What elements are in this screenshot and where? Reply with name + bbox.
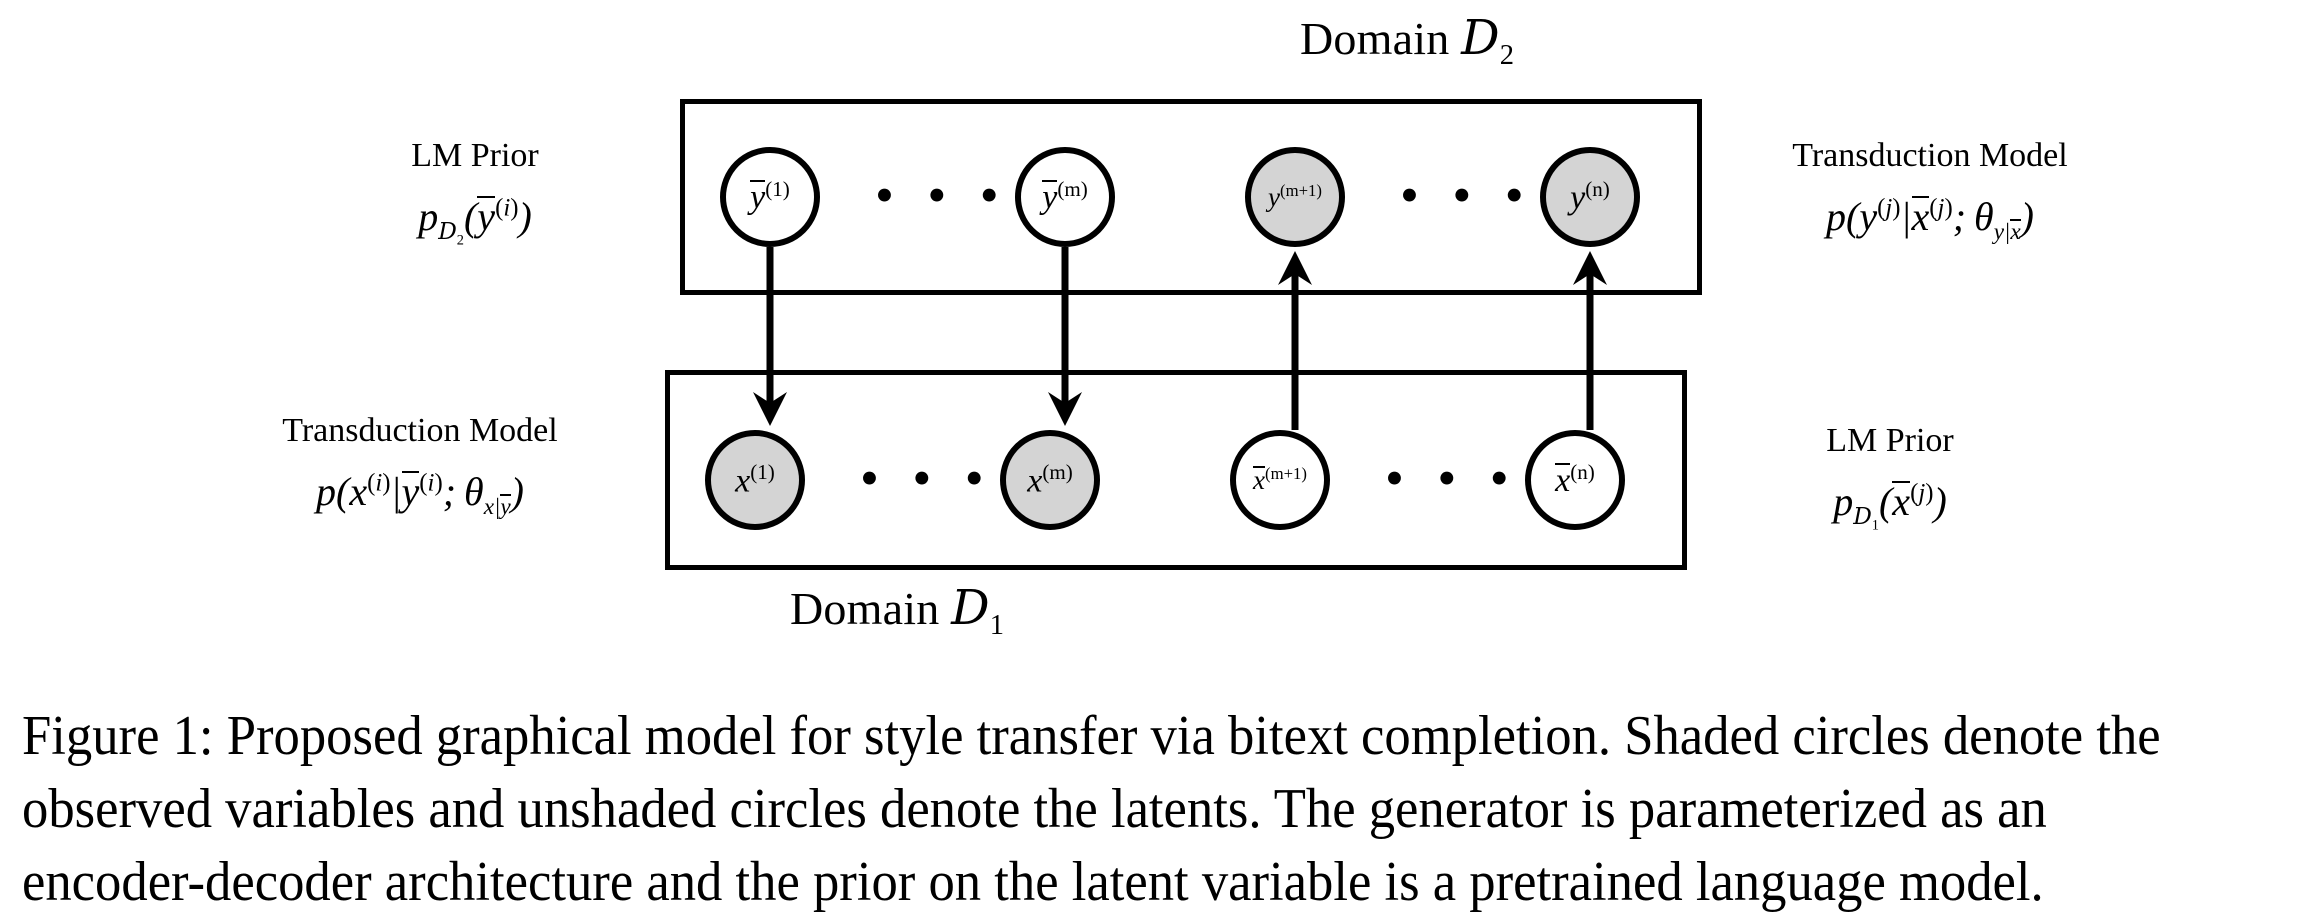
annotation-bottom-left-formula: p(x(i)|y(i); θx|y) [316,469,524,520]
annotation-top-right: Transduction Model p(y(j)|x(j); θy|x) [1730,130,2130,250]
node-label-y-bar-1: y(1) [750,176,790,217]
node-y-n: y(n) [1540,147,1640,247]
plate-domain-2 [680,99,1702,295]
node-label-y-n: y(n) [1570,176,1610,217]
plate-domain-1 [665,370,1687,570]
node-label-x-bar-m-plus-1: x(m+1) [1253,464,1307,495]
dots-bottom-right: • • • [1385,448,1519,508]
domain-bottom-index: 1 [989,610,1005,642]
domain-label-bottom: Domain D1 [790,580,1004,642]
node-y-m-plus-1: y(m+1) [1245,147,1345,247]
annotation-top-left-title: LM Prior [411,137,539,174]
annotation-bottom-left: Transduction Model p(x(i)|y(i); θx|y) [200,405,640,525]
annotation-bottom-left-title: Transduction Model [282,412,558,449]
node-label-x-bar-n: x(n) [1555,459,1595,500]
dots-top-left: • • • [875,165,1009,225]
node-x-m: x(m) [1000,430,1100,530]
dots-bottom-left: • • • [860,448,994,508]
annotation-top-left: LM Prior pD2(y(i)) [310,130,640,252]
node-label-y-bar-m: y(m) [1042,176,1088,217]
annotation-bottom-right: LM Prior pD1(x(j)) [1720,415,2060,537]
node-label-x-m: x(m) [1027,459,1073,500]
node-x-bar-m-plus-1: x(m+1) [1230,430,1330,530]
domain-bottom-symbol: D [951,580,990,636]
node-x-bar-n: x(n) [1525,430,1625,530]
domain-label-top: Domain D2 [1300,10,1514,72]
domain-top-index: 2 [1499,40,1515,72]
domain-bottom-word: Domain [790,583,940,634]
domain-top-symbol: D [1461,10,1500,66]
node-label-y-m-plus-1: y(m+1) [1268,181,1322,212]
node-y-bar-m: y(m) [1015,147,1115,247]
node-y-bar-1: y(1) [720,147,820,247]
dots-top-right: • • • [1400,165,1534,225]
figure-caption: Figure 1: Proposed graphical model for s… [22,705,2161,913]
annotation-top-left-formula: pD2(y(i)) [418,194,532,249]
annotation-top-right-title: Transduction Model [1792,137,2068,174]
node-x-1: x(1) [705,430,805,530]
domain-top-word: Domain [1300,13,1450,64]
node-label-x-1: x(1) [735,459,775,500]
annotation-bottom-right-title: LM Prior [1826,422,1954,459]
annotation-bottom-right-formula: pD1(x(j)) [1833,479,1947,534]
annotation-top-right-formula: p(y(j)|x(j); θy|x) [1826,194,2034,245]
